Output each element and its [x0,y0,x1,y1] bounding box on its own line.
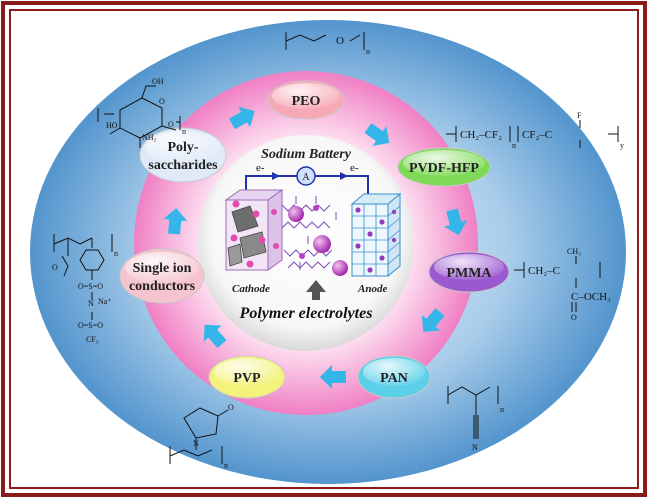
pmma-ester-label: C–OCH₃ [571,291,611,303]
arrow-poly-peo [229,106,255,130]
single-ion-so2-2: O=S=O [78,321,103,330]
cathode-structure [224,189,284,271]
pan-nitrile-label: N [472,443,478,452]
pmma-group-label: CH₂–C [528,265,560,277]
pvdf-y-label: y [620,141,624,150]
electrolyte-up-arrow [306,280,326,300]
node-pmma: PMMA [428,251,510,293]
electron-right-label: e- [350,162,359,174]
poly-oh-label: OH [152,77,164,86]
peo-o-label: O [336,35,344,47]
node-single-ion-label-1: Single ion [133,261,192,276]
node-polysaccharides-label-2: saccharides [148,158,218,173]
node-pan-label: PAN [380,371,408,386]
sodium-ions [288,205,348,276]
anode-label: Anode [357,283,387,295]
poly-ho-label: HO [106,121,118,130]
pmma-ch3-label: CH₃ [567,247,581,256]
structure-peo: O n [285,32,370,56]
node-pvp: PVP [208,355,286,399]
arrow-pvdf-pmma [444,208,468,236]
node-pvdf-hfp-label: PVDF-HFP [409,161,479,176]
single-ion-na-label: Na⁺ [98,297,112,306]
node-single-ion: Single ion conductors [119,248,205,304]
arrow-pvp-single [203,324,227,349]
cathode-label: Cathode [232,283,270,295]
single-ion-n-label: N [88,299,94,308]
arrow-peo-pvdf [364,123,390,146]
poly-nh2-label: NH₂ [142,133,157,142]
node-polysaccharides-label-1: Poly- [167,140,198,155]
poly-o2-label: O [168,120,174,129]
arrow-pan-pvp [320,365,346,389]
battery-illustration: Sodium Battery e- e- A [224,147,402,322]
inner-frame [9,9,639,489]
peo-n-label: n [366,47,370,56]
pvdf-f-label: F [577,111,582,120]
node-single-ion-label-2: conductors [129,279,196,294]
structure-pvdf-hfp: CH₂–CF₂ CF₂–C F n y [446,111,624,150]
single-ion-so2-1: O=S=O [78,282,103,291]
node-pvdf-hfp: PVDF-HFP [397,147,491,187]
sodium-battery-title: Sodium Battery [261,147,352,162]
poly-n-label: n [182,127,186,136]
pvdf-text2: CF₂–C [522,129,552,141]
circuit-arrow-left [272,172,280,180]
pvp-subscript-label: n [224,461,228,470]
flow-arrows [163,106,468,389]
structure-polysaccharide: O O OH HO NH₂ n [97,77,186,148]
electron-left-label: e- [256,162,265,174]
ammeter-icon [296,166,316,186]
node-pmma-label: PMMA [446,266,492,281]
node-pan: PAN [357,355,431,399]
pmma-o-label: O [571,313,577,322]
ammeter-symbol: A [302,172,310,183]
structure-pan: n N [447,386,504,452]
pvp-n-ring-label: N [193,439,199,448]
node-pvp-label: PVP [233,371,261,386]
polymer-electrolytes-label: Polymer electrolytes [239,305,373,322]
node-peo-label: PEO [292,94,321,109]
pan-n-label: n [500,405,504,414]
single-ion-o-label: O [52,263,58,272]
arrow-single-poly [163,208,188,235]
anode-structure [350,192,402,278]
circuit-arrow-right [340,172,348,180]
pvdf-text1: CH₂–CF₂ [460,129,502,141]
structure-pvp: O N n [169,403,234,470]
poly-o1-label: O [159,97,165,106]
pvp-o-label: O [228,403,234,412]
inner-circle [198,135,414,351]
pvdf-n-label: n [512,141,516,150]
single-ion-cf3-label: CF₃ [86,335,99,344]
structure-single-ion: O O=S=O N Na⁺ O=S=O CF₃ n [52,234,118,344]
single-ion-sub-n: n [114,249,118,258]
arrow-pmma-pan [421,308,445,332]
node-peo: PEO [267,80,345,120]
structure-pmma: CH₂–C CH₃ C–OCH₃ O [514,247,611,322]
node-polysaccharides: Poly- saccharides [139,127,227,183]
